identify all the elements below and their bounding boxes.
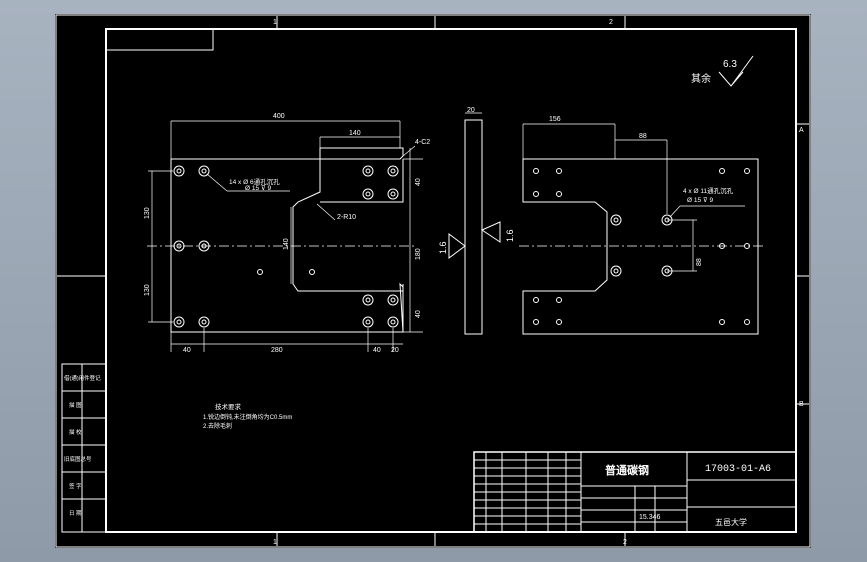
tech-notes: 技术要求 1.锐边倒钝,未注倒角均为C0.5mm 2.去除毛刺 bbox=[203, 402, 292, 430]
inner-frame bbox=[105, 28, 797, 533]
left-view-edges bbox=[320, 159, 404, 332]
dim-156: 156 bbox=[549, 116, 561, 123]
left-view-holes bbox=[173, 165, 399, 328]
left-hole-note: 14 x Ø 6通孔沉孔 bbox=[229, 177, 280, 186]
tech-notes-title: 技术要求 bbox=[215, 402, 242, 411]
title-block: 普通碳钢 17003-01-A6 15.346 五邑大学 bbox=[473, 451, 797, 533]
dim-180: 180 bbox=[415, 248, 422, 260]
zone-col-label: 1 bbox=[273, 539, 277, 546]
tech-note-1: 1.锐边倒钝,未注倒角均为C0.5mm bbox=[203, 413, 292, 421]
dim-20-right: 20 bbox=[391, 347, 399, 354]
roughness-right: 1.6 bbox=[505, 229, 515, 242]
right-view: 156 88 88 4 x Ø 11通孔沉孔 Ø 15 ⊽ 9 bbox=[519, 116, 763, 335]
dim-140-top: 140 bbox=[349, 130, 361, 137]
right-view-outline bbox=[522, 158, 759, 335]
roughness-right-symbol bbox=[480, 221, 501, 243]
left-revision-column: 借(通)用件登记 描 图 描 校 旧底图总号 签 字 日 期 bbox=[61, 363, 107, 533]
dim-40-left: 40 bbox=[183, 347, 191, 354]
dim-fillet: 2-R10 bbox=[337, 214, 356, 221]
drawing-number: 17003-01-A6 bbox=[705, 464, 771, 475]
outer-border bbox=[55, 14, 811, 548]
left-view: 400 140 4-C2 14 x Ø 6通孔沉孔 Ø 15 ⊽ 9 2-R10… bbox=[144, 113, 430, 354]
roughness-symbol bbox=[718, 55, 754, 87]
revision-label: 借(通)用件登记 bbox=[64, 374, 101, 382]
zone-col-label: 2 bbox=[609, 19, 613, 26]
dim-thickness: 20 bbox=[467, 107, 475, 114]
dim-88-vertical: 88 bbox=[696, 258, 703, 266]
right-hole-note2: Ø 15 ⊽ 9 bbox=[687, 196, 713, 204]
dim-400: 400 bbox=[273, 113, 285, 120]
zone-col-label: 2 bbox=[623, 539, 627, 546]
reference-box bbox=[105, 28, 214, 51]
dim-40-right: 40 bbox=[373, 347, 381, 354]
drawing-sheet: 1 2 1 2 A B 其余 6.3 bbox=[55, 14, 811, 548]
side-view: 20 1.6 1.6 bbox=[438, 107, 515, 335]
left-view-dimensions bbox=[148, 120, 423, 352]
dim-280: 280 bbox=[271, 347, 283, 354]
dim-40-top: 40 bbox=[415, 178, 422, 186]
part-weight: 15.346 bbox=[639, 514, 661, 521]
dim-chamfer: 4-C2 bbox=[415, 139, 430, 146]
revision-label: 旧底图总号 bbox=[64, 455, 92, 463]
left-view-outline bbox=[170, 147, 404, 333]
dim-40-bottom: 40 bbox=[415, 310, 422, 318]
revision-label: 描 图 bbox=[69, 401, 82, 409]
company-name: 五邑大学 bbox=[715, 517, 747, 527]
dim-88-horizontal: 88 bbox=[639, 133, 647, 140]
dim-130-upper: 130 bbox=[144, 207, 151, 219]
zone-row-label: A bbox=[799, 127, 804, 134]
revision-label: 签 字 bbox=[69, 482, 82, 490]
dim-140-slot: 140 bbox=[283, 238, 290, 250]
roughness-left: 1.6 bbox=[438, 241, 448, 254]
right-hole-note: 4 x Ø 11通孔沉孔 bbox=[683, 186, 734, 195]
right-view-dimensions bbox=[522, 123, 745, 272]
zone-col-label: 1 bbox=[273, 19, 277, 26]
roughness-other-value: 6.3 bbox=[723, 59, 737, 70]
revision-label: 日 期 bbox=[69, 510, 82, 517]
revision-label: 描 校 bbox=[69, 428, 82, 436]
zone-row-label: B bbox=[799, 401, 804, 408]
roughness-left-symbol bbox=[448, 233, 466, 259]
side-view-outline bbox=[464, 119, 483, 335]
left-hole-note2: Ø 15 ⊽ 9 bbox=[245, 184, 271, 192]
part-name: 普通碳钢 bbox=[605, 463, 649, 477]
tech-note-2: 2.去除毛刺 bbox=[203, 422, 232, 430]
drawing-canvas: 1 2 1 2 A B 其余 6.3 bbox=[55, 14, 811, 548]
dim-130-lower: 130 bbox=[144, 284, 151, 296]
roughness-other-label: 其余 bbox=[691, 72, 711, 85]
